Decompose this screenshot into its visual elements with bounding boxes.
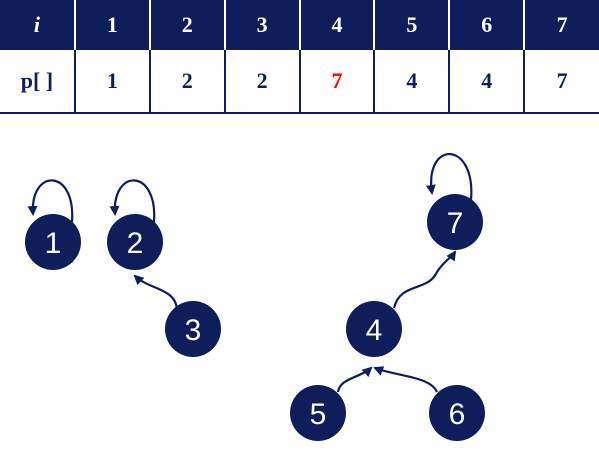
index-row-label: i — [0, 0, 75, 50]
parent-cell: 2 — [223, 50, 300, 114]
node-1: 1 — [25, 214, 81, 270]
node-1-label: 1 — [45, 227, 62, 260]
parent-array-table: i 1 2 3 4 5 6 7 p[ ] 1 2 2 7 4 4 7 — [0, 0, 599, 114]
parent-cell: 7 — [523, 50, 599, 114]
edge-7-self-loop-arc — [425, 153, 473, 201]
index-cell: 7 — [523, 0, 599, 50]
node-4: 4 — [346, 301, 402, 357]
edge-5-to-4 — [336, 366, 373, 393]
edge-3-to-2 — [133, 274, 179, 310]
index-cell: 5 — [373, 0, 450, 50]
index-cell: 2 — [148, 0, 225, 50]
parent-row-label: p[ ] — [0, 50, 75, 114]
parent-cell-highlighted: 7 — [298, 50, 375, 114]
node-7: 7 — [427, 194, 483, 250]
parent-cell: 1 — [73, 50, 150, 114]
node-3-label: 3 — [185, 314, 202, 347]
index-cell: 4 — [298, 0, 375, 50]
index-cell: 1 — [73, 0, 150, 50]
node-2: 2 — [107, 214, 163, 270]
parent-row: p[ ] 1 2 2 7 4 4 7 — [0, 50, 599, 114]
node-5-label: 5 — [310, 398, 327, 431]
index-row: i 1 2 3 4 5 6 7 — [0, 0, 599, 50]
node-5: 5 — [290, 385, 346, 441]
parent-cell: 4 — [373, 50, 450, 114]
parent-cell: 4 — [448, 50, 525, 114]
parent-cell: 2 — [148, 50, 225, 114]
index-cell: 3 — [223, 0, 300, 50]
node-2-label: 2 — [127, 227, 144, 260]
node-3: 3 — [165, 301, 221, 357]
edge-1-self-loop-arc — [27, 179, 74, 223]
node-6: 6 — [429, 385, 485, 441]
index-cell: 6 — [448, 0, 525, 50]
node-4-label: 4 — [366, 314, 383, 347]
edge-4-to-7 — [392, 250, 457, 309]
node-6-label: 6 — [449, 398, 466, 431]
node-7-label: 7 — [447, 207, 464, 240]
edge-2-self-loop-arc — [109, 179, 156, 223]
edge-6-to-4 — [373, 366, 439, 393]
